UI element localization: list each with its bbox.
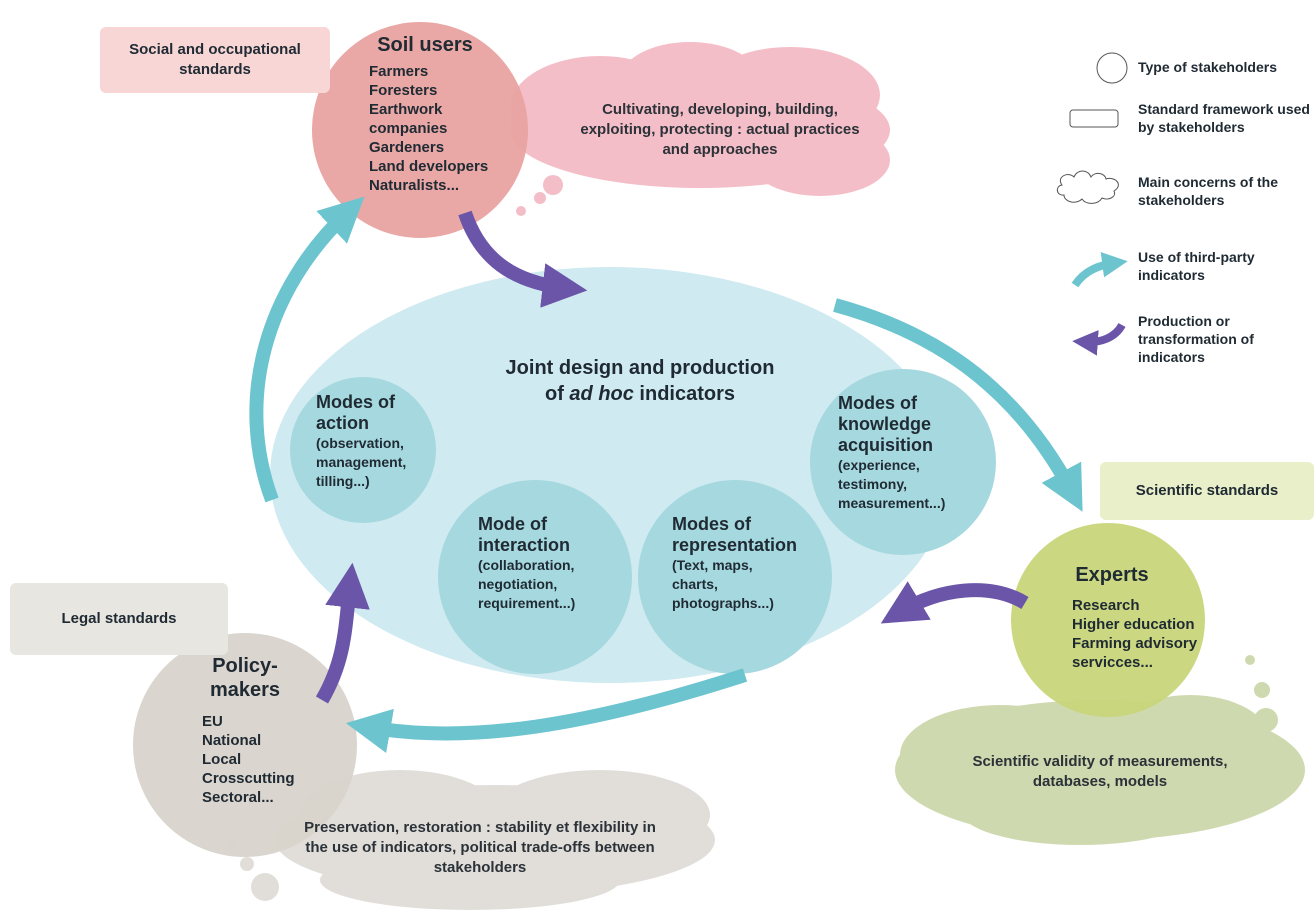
social-occupational-standards-label: Social and occupational standards [129, 41, 301, 78]
modes-of-knowledge-text: Modes of knowledge acquisition (experien… [838, 393, 980, 513]
modes-of-action-text: Modes of action (observation, management… [316, 392, 428, 491]
legend-concerns-label: Main concerns of the stakeholders [1138, 174, 1279, 208]
legend-production-label: Production or transformation of indicato… [1138, 313, 1254, 365]
soil-user-item: Land developers [369, 158, 489, 175]
mode-of-interaction-text: Mode of interaction (collaboration, nego… [478, 514, 610, 613]
policy-item: Crosscutting [202, 770, 295, 787]
soil-user-item: Gardeners [369, 139, 445, 156]
legend-framework-label: Standard framework used by stakeholders [1138, 101, 1310, 135]
soil-users-title: Soil users [377, 34, 473, 56]
modes-of-representation-circle [638, 480, 832, 674]
purple-arrow-policy-to-center [315, 562, 370, 704]
policy-makers-circle [133, 633, 357, 857]
soil-user-item: companies [369, 120, 448, 137]
teal-arrow-policy-to-soil-users [249, 196, 365, 503]
policy-item: Sectoral... [202, 789, 274, 806]
soil-user-item: Earthwork [369, 101, 443, 118]
modes-of-knowledge-desc: (experience, testimony, measurement...) [838, 457, 946, 511]
modes-of-representation-text: Modes of representation (Text, maps, cha… [672, 514, 832, 613]
teal-arrow-center-to-experts [833, 298, 1083, 512]
teal-arrow-center-to-policy [345, 668, 748, 753]
modes-of-representation-title: Modes of representation [672, 514, 798, 555]
experts-circle [1011, 523, 1205, 717]
legend-third-party-label: Use of third-party indicators [1138, 249, 1255, 283]
scientific-standards-box: Scientific standards [1100, 462, 1314, 520]
policy-makers-title-line1: Policy- [212, 655, 278, 677]
legend-purple-arrow-icon [1072, 322, 1126, 356]
soil-users-list: Farmers Foresters Earthwork companies Ga… [369, 62, 488, 195]
purple-arrow-soil-users-to-center [458, 210, 588, 308]
joint-design-title-line2: of ad hoc indicators [470, 381, 810, 407]
policy-makers-title: Policy- makers [185, 654, 305, 702]
title-end: indicators [633, 383, 736, 405]
soil-users-concern-text: Cultivating, developing, building, explo… [580, 101, 860, 158]
experts-title: Experts [1075, 564, 1149, 586]
policy-makers-list: EU National Local Crosscutting Sectoral.… [202, 712, 295, 807]
soil-user-item: Foresters [369, 82, 438, 99]
modes-of-knowledge-circle [810, 369, 996, 555]
policy-item: EU [202, 713, 223, 730]
policy-item: Local [202, 751, 242, 768]
legend-teal-arrow-icon [1071, 252, 1128, 288]
joint-design-title-line1: Joint design and production [505, 357, 775, 379]
policy-item: National [202, 732, 262, 749]
experts-cloud [895, 655, 1305, 845]
title-italic: ad hoc [569, 383, 634, 405]
experts-concern-text: Scientific validity of measurements, dat… [972, 753, 1228, 790]
experts-item: Farming advisory [1072, 635, 1198, 652]
modes-of-knowledge-title: Modes of knowledge acquisition [838, 393, 934, 455]
mode-of-interaction-circle [438, 480, 632, 674]
legal-standards-box: Legal standards [10, 583, 228, 655]
social-occupational-standards-box: Social and occupational standards [100, 27, 330, 93]
joint-design-title: Joint design and production of ad hoc in… [470, 355, 810, 407]
mode-of-interaction-desc: (collaboration, negotiation, requirement… [478, 557, 576, 611]
modes-of-action-title: Modes of action [316, 392, 395, 433]
title-of: of [544, 383, 570, 405]
soil-user-item: Farmers [369, 63, 429, 80]
legend-circle-icon [1096, 52, 1128, 84]
experts-item: Research [1072, 597, 1140, 614]
mode-of-interaction-title: Mode of interaction [478, 514, 571, 555]
experts-item: Higher education [1072, 616, 1195, 633]
modes-of-action-desc: (observation, management, tilling...) [316, 435, 407, 489]
modes-of-representation-desc: (Text, maps, charts, photographs...) [672, 557, 774, 611]
experts-item: servicces... [1072, 654, 1153, 671]
purple-arrow-experts-to-center [880, 581, 1029, 624]
legend-stakeholders-label: Type of stakeholders [1138, 59, 1278, 75]
legend-rectangle-icon [1069, 109, 1119, 128]
policy-cloud [228, 770, 715, 910]
scientific-standards-label: Scientific standards [1135, 482, 1279, 499]
policy-concern-text: Preservation, restoration : stability et… [304, 819, 656, 876]
legend-cloud-icon [1056, 170, 1119, 204]
policy-makers-title-line2: makers [209, 679, 281, 701]
soil-users-circle [312, 22, 528, 238]
soil-user-item: Naturalists... [369, 177, 460, 194]
soil-users-cloud [510, 42, 890, 216]
modes-of-action-circle [290, 377, 436, 523]
legal-standards-label: Legal standards [61, 610, 177, 627]
experts-list: Research Higher education Farming adviso… [1072, 596, 1197, 672]
